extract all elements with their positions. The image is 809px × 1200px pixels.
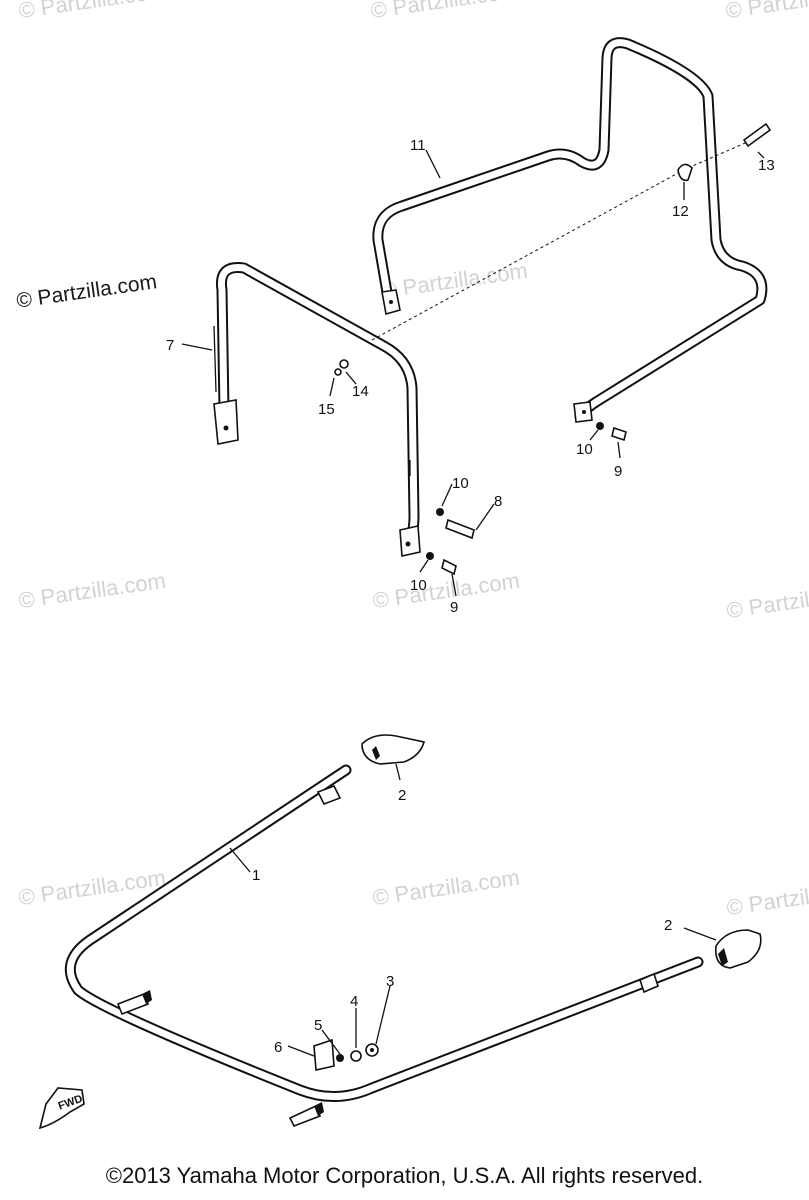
callout-2: 2 — [398, 787, 406, 804]
lower-bumper-bar — [64, 764, 704, 1103]
callout-10: 10 — [576, 441, 593, 458]
callout-2: 2 — [664, 917, 672, 934]
leader-lines-lower — [229, 763, 717, 1057]
callout-9: 9 — [614, 463, 622, 480]
callout-6: 6 — [274, 1039, 282, 1056]
alignment-line — [371, 139, 753, 341]
callout-1: 1 — [252, 867, 260, 884]
callout-12: 12 — [672, 203, 689, 220]
lower-hardware — [116, 990, 379, 1128]
end-cap-right — [714, 929, 762, 969]
callout-11: 11 — [410, 137, 426, 154]
front-guard-bar — [213, 261, 421, 557]
callout-3: 3 — [386, 973, 394, 990]
callout-15: 15 — [318, 401, 335, 418]
callout-7: 7 — [166, 337, 174, 354]
callout-14: 14 — [352, 383, 369, 400]
upper-hardware — [334, 122, 772, 576]
callout-8: 8 — [494, 493, 502, 510]
callout-10: 10 — [452, 475, 469, 492]
callout-5: 5 — [314, 1017, 322, 1034]
end-cap-top — [361, 734, 426, 765]
callout-10: 10 — [410, 577, 427, 594]
callout-4: 4 — [350, 993, 358, 1010]
callout-13: 13 — [758, 157, 775, 174]
rear-guard-bar — [372, 37, 768, 423]
leader-lines-upper — [181, 149, 765, 597]
callout-9: 9 — [450, 599, 458, 616]
copyright-notice: ©2013 Yamaha Motor Corporation, U.S.A. A… — [105, 1163, 704, 1188]
fwd-arrow-icon: FWD — [38, 1087, 85, 1130]
